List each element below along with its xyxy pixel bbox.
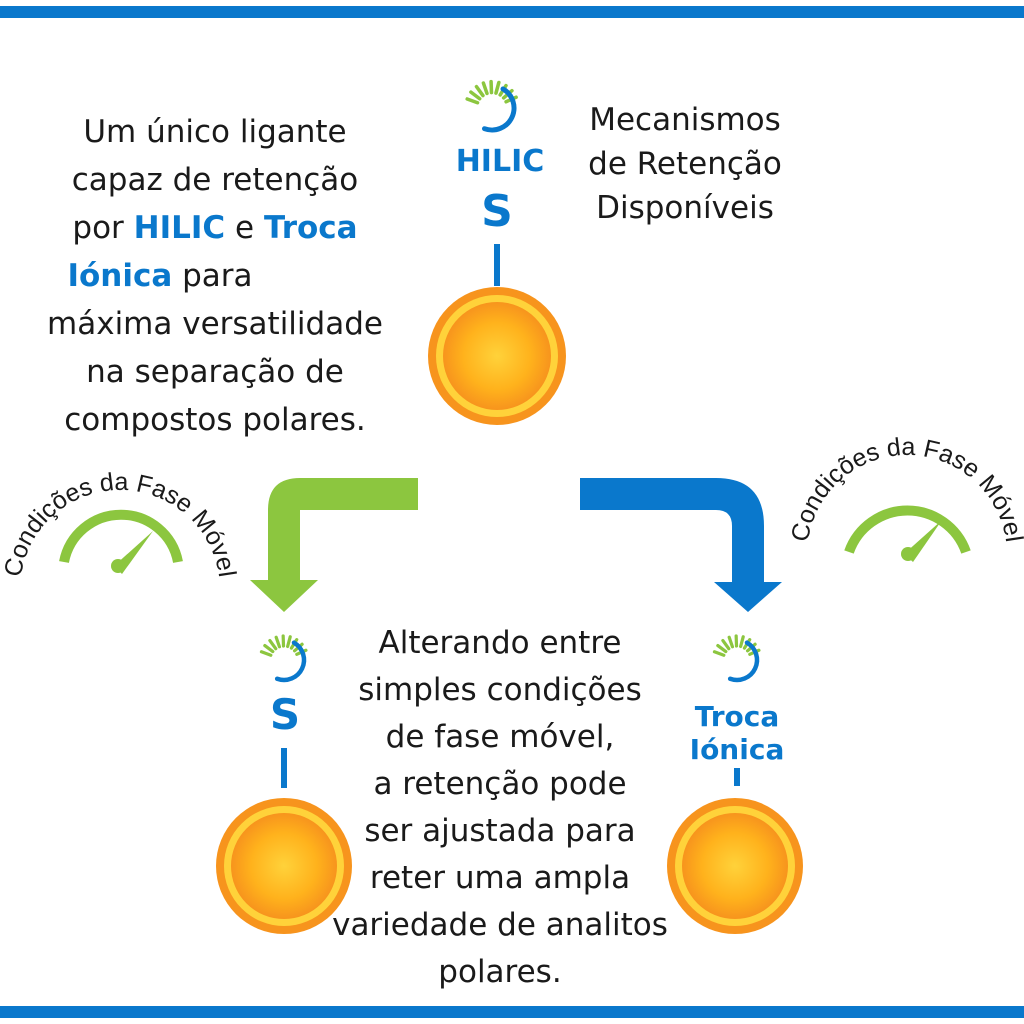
intro-line: por HILIC e Troca (72, 210, 358, 246)
spinner-tick (274, 635, 282, 649)
intro-text: Um único ligante capaz de retenção por H… (20, 108, 410, 444)
intro-line: na separação de (86, 354, 344, 390)
sun-particle-icon-right (667, 798, 803, 934)
right-connector (734, 768, 740, 786)
intro-line: compostos polares. (64, 402, 366, 438)
hilic-label: HILIC (455, 144, 545, 179)
spinner-tick (721, 638, 731, 651)
retention-spinner-icon-left (259, 634, 308, 683)
mechanisms-line: Mecanismos (589, 102, 781, 138)
spinner-tick (465, 97, 480, 105)
s-label-top: S (481, 186, 513, 237)
bottom-line: reter uma ampla (369, 860, 631, 896)
blue-arrow-icon (580, 478, 782, 612)
intro-line: Iónica para (67, 258, 253, 294)
spinner-arc (482, 86, 517, 133)
retention-spinner-icon-right (712, 634, 761, 683)
spinner-tick (469, 90, 482, 101)
spinner-tick (739, 635, 745, 649)
spinner-tick (716, 643, 728, 654)
highlight-troca: Troca (263, 210, 358, 246)
spinner-tick (712, 650, 726, 657)
intro-line: capaz de retenção (71, 162, 359, 198)
spinner-tick (268, 638, 278, 651)
bottom-line: simples condições (358, 672, 642, 708)
s-label-left: S (269, 690, 301, 739)
spinner-tick (259, 650, 273, 657)
gauge-icon-left (59, 509, 183, 574)
mechanisms-text: Mecanismos de Retenção Disponíveis (560, 98, 810, 230)
top-connector (494, 244, 500, 286)
spinner-tick (481, 81, 489, 96)
bottom-text: Alterando entre simples condições de fas… (320, 620, 680, 996)
sun-particle-icon-top (428, 287, 566, 425)
gauge-icon-right (844, 505, 971, 562)
ionica-label-line: Iónica (689, 733, 785, 766)
bottom-line: Alterando entre (378, 625, 622, 661)
mechanisms-line: de Retenção (588, 146, 782, 182)
spinner-arc (274, 640, 307, 683)
spinner-tick (494, 80, 501, 95)
bottom-border-bar (0, 1006, 1024, 1018)
retention-spinner-icon-top (465, 79, 518, 133)
green-arrow-icon (250, 478, 418, 612)
spinner-tick (286, 635, 292, 649)
intro-line: Um único ligante (83, 114, 347, 150)
top-border-bar (0, 6, 1024, 18)
bottom-line: variedade de analitos (332, 907, 668, 943)
highlight-hilic: HILIC (133, 210, 226, 246)
bottom-line: a retenção pode (373, 766, 627, 802)
spinner-tick (263, 643, 275, 654)
bottom-line: polares. (438, 954, 562, 990)
intro-line: máxima versatilidade (47, 306, 383, 342)
left-connector (281, 748, 287, 788)
sun-particle-icon-left (216, 798, 352, 934)
spinner-tick (727, 635, 735, 649)
spinner-tick (474, 84, 485, 98)
troca-label-line: Troca (694, 700, 780, 733)
spinner-arc (727, 640, 760, 683)
highlight-ionica: Iónica (67, 258, 173, 294)
bottom-line: ser ajustada para (364, 813, 636, 849)
mechanisms-line: Disponíveis (596, 190, 774, 226)
gauge-right-label: Condições da Fase Móvel (786, 433, 1024, 544)
troca-ionica-label: Troca Iónica (672, 700, 802, 766)
bottom-line: de fase móvel, (385, 719, 615, 755)
